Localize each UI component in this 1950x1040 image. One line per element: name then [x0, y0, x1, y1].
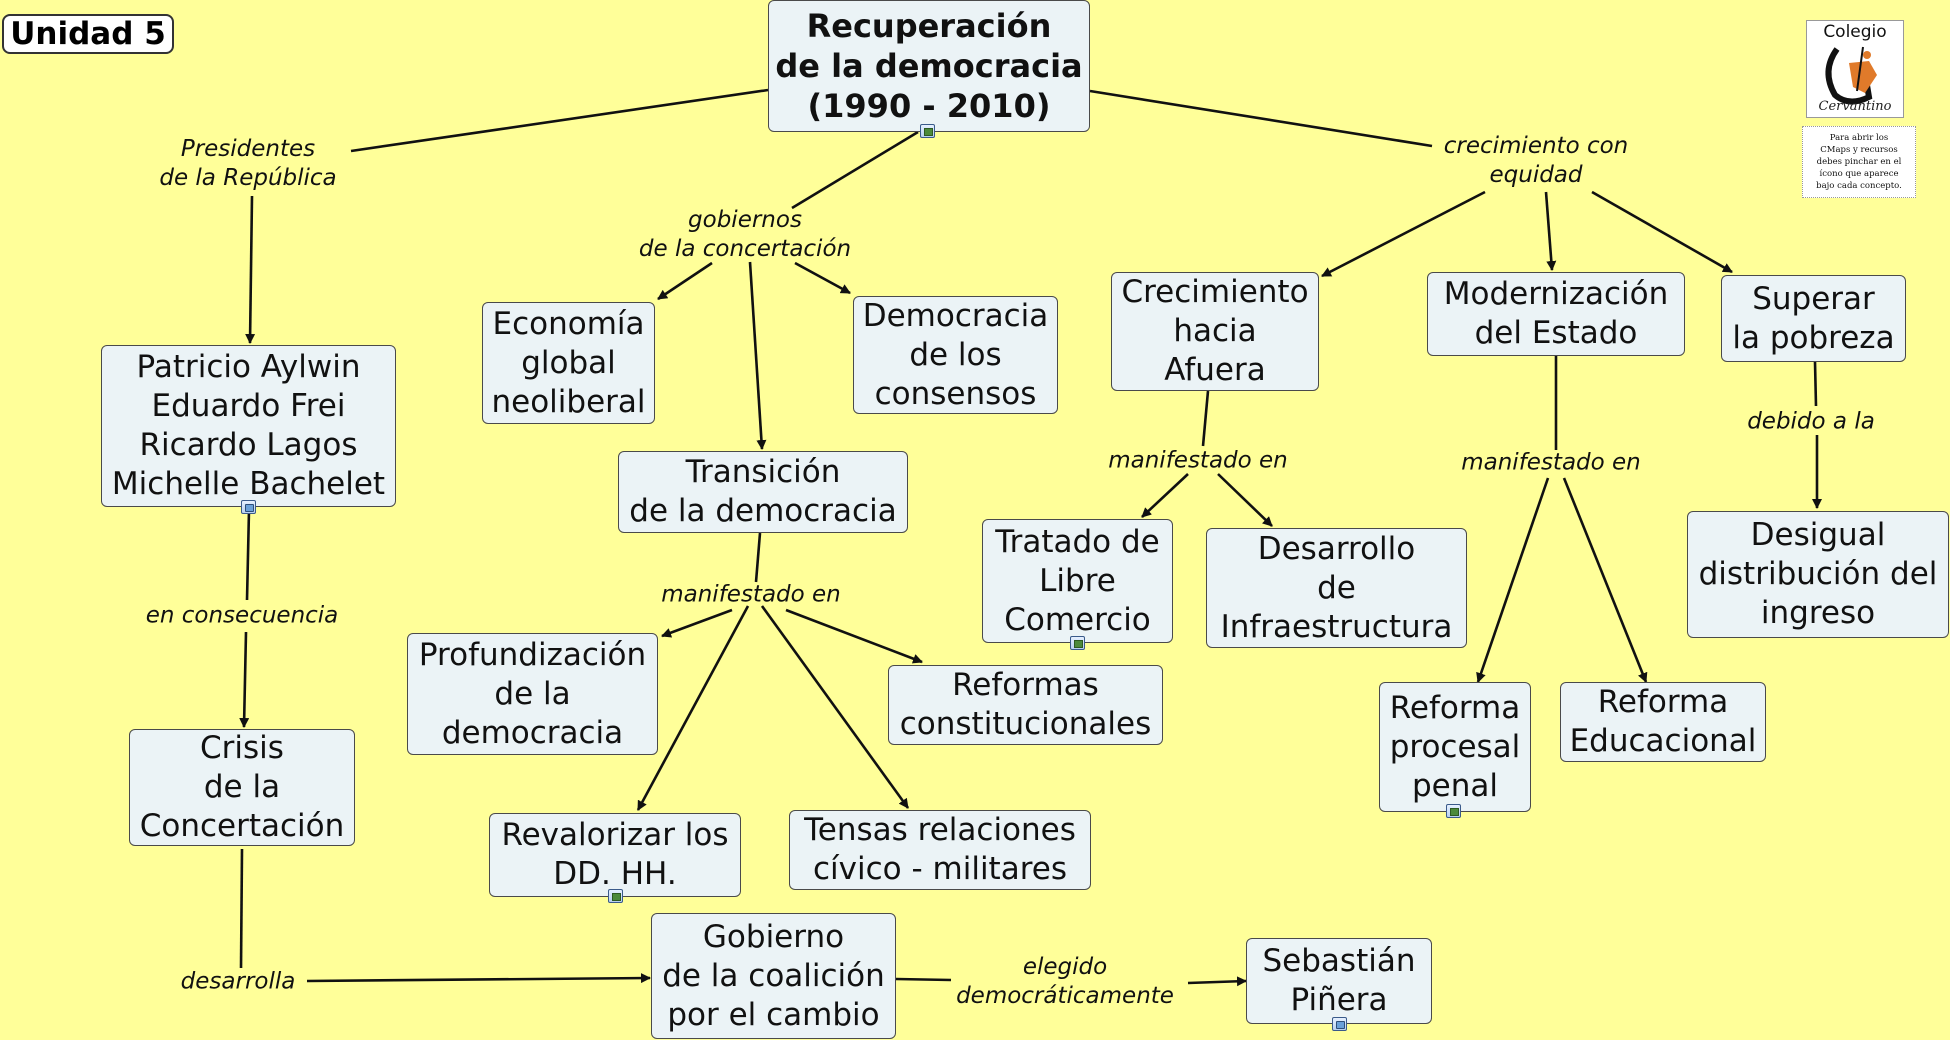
concept-revalorizar[interactable]: Revalorizar los DD. HH.	[489, 813, 741, 897]
concept-desigual[interactable]: Desigual distribución del ingreso	[1687, 511, 1949, 638]
concept-crecimiento-afuera[interactable]: Crecimiento hacia Afuera	[1111, 272, 1319, 391]
link-manifestado-revalorizar	[636, 605, 750, 811]
logo-emblem	[1825, 46, 1877, 105]
school-logo: Colegio Cervantino	[1806, 20, 1904, 118]
phrase-elegido[interactable]: elegido democráticamente	[956, 954, 1174, 1009]
phrase-presidentes[interactable]: Presidentes de la República	[159, 136, 337, 191]
concept-economia[interactable]: Economía global neoliberal	[482, 302, 655, 424]
link-presidents-consecuencia	[245, 509, 251, 601]
cmap-icon[interactable]	[1070, 636, 1085, 650]
concept-infraestructura[interactable]: Desarrollo de Infraestructura	[1206, 528, 1467, 648]
cmap-icon[interactable]	[608, 889, 623, 903]
link-manifestado-procesal	[1476, 477, 1550, 683]
phrase-debido[interactable]: debido a la	[1747, 408, 1875, 435]
concept-gobierno-coalicion[interactable]: Gobierno de la coalición por el cambio	[651, 913, 896, 1039]
link-main-presidentes	[350, 88, 769, 153]
link-presidentes-presidents	[245, 195, 256, 344]
link-crecimiento-manifestado	[1201, 390, 1210, 447]
concept-profundizacion[interactable]: Profundización de la democracia	[407, 633, 658, 755]
link-manifestado-reformas	[785, 608, 923, 664]
concept-pinera[interactable]: Sebastián Piñera	[1246, 938, 1432, 1024]
link-main-crecimiento	[1089, 89, 1433, 148]
link-transicion-manifestado	[754, 532, 762, 583]
link-elegido-pinera	[1187, 976, 1247, 987]
link-gobiernos-transicion	[748, 261, 767, 450]
concept-tratado[interactable]: Tratado de Libre Comercio	[982, 519, 1173, 643]
link-equidad-pobreza	[1591, 190, 1733, 274]
link-gobierno-elegido	[895, 977, 952, 982]
link-pobreza-debido	[1813, 361, 1818, 407]
phrase-en-consecuencia[interactable]: en consecuencia	[145, 602, 339, 629]
phrase-manifestado-transicion[interactable]: manifestado en	[661, 581, 841, 608]
image-icon[interactable]	[241, 500, 256, 514]
link-equidad-crecimiento	[1321, 190, 1486, 278]
link-manifestado-educacional	[1562, 477, 1648, 683]
concept-reforma-procesal[interactable]: Reforma procesal penal	[1379, 682, 1531, 812]
phrase-manifestado-crecimiento[interactable]: manifestado en	[1108, 447, 1288, 474]
logo-signature: Cervantino	[1818, 99, 1892, 114]
logo-text: Colegio	[1823, 22, 1887, 42]
link-manifestado-tratado	[1141, 473, 1189, 518]
concept-transicion[interactable]: Transición de la democracia	[618, 451, 908, 533]
link-crisis-desarrolla	[239, 848, 244, 969]
unit-label: Unidad 5	[2, 14, 174, 54]
link-gobiernos-economia	[657, 261, 713, 301]
concept-crisis[interactable]: Crisis de la Concertación	[129, 729, 355, 846]
phrase-desarrolla[interactable]: desarrolla	[180, 968, 296, 995]
phrase-manifestado-modernizacion[interactable]: manifestado en	[1461, 449, 1641, 476]
link-manifestado-infraestructura	[1217, 473, 1273, 527]
concept-main[interactable]: Recuperación de la democracia (1990 - 20…	[768, 0, 1090, 132]
phrase-gobiernos[interactable]: gobiernos de la concertación	[638, 207, 852, 262]
link-consecuencia-crisis	[239, 631, 250, 728]
link-manifestado-tensas	[760, 605, 910, 809]
link-equidad-modernizacion	[1544, 191, 1557, 271]
cmap-icon[interactable]	[1446, 804, 1461, 818]
link-main-gobiernos	[791, 130, 919, 210]
concept-superar-pobreza[interactable]: Superar la pobreza	[1721, 275, 1906, 362]
image-icon[interactable]	[1332, 1017, 1347, 1031]
concept-reforma-educacional[interactable]: Reforma Educacional	[1560, 682, 1766, 762]
link-gobiernos-democracia	[794, 261, 851, 295]
concept-democracia-consensos[interactable]: Democracia de los consensos	[853, 296, 1058, 414]
concept-tensas[interactable]: Tensas relaciones cívico - militares	[789, 810, 1091, 890]
link-desarrolla-gobierno	[306, 973, 651, 984]
concept-modernizacion[interactable]: Modernización del Estado	[1427, 272, 1685, 356]
cmap-icon[interactable]	[920, 124, 935, 138]
link-manifestado-profundizacion	[661, 608, 733, 638]
phrase-crecimiento-equidad[interactable]: crecimiento con equidad	[1443, 133, 1629, 188]
concept-presidents[interactable]: Patricio Aylwin Eduardo Frei Ricardo Lag…	[101, 345, 396, 507]
concept-reformas-constitucionales[interactable]: Reformas constitucionales	[888, 665, 1163, 745]
instructions-note: Para abrir los CMaps y recursos debes pi…	[1802, 126, 1916, 198]
